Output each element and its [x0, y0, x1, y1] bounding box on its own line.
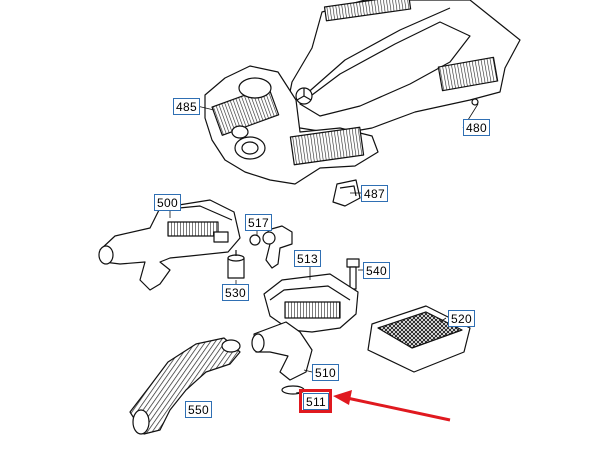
highlight-box-511 [299, 389, 332, 413]
callout-487: 487 [361, 185, 388, 202]
callout-540: 540 [363, 262, 390, 279]
bolt-540-head [346, 258, 360, 268]
housing-duct-510 [253, 321, 313, 381]
bolt-540-shaft [349, 266, 357, 290]
intake-cover-ribs-left [211, 85, 280, 136]
intake-cover-ribs-right [289, 126, 365, 166]
engine-cover-ridge [303, 7, 451, 97]
oil-cap-ring [238, 77, 272, 99]
callout-550: 550 [185, 401, 212, 418]
callout-511: 511 [303, 393, 330, 410]
engine-cover-inner [299, 21, 471, 117]
callout-520: 520 [448, 310, 475, 327]
callout-480: 480 [463, 119, 490, 136]
callout-530: 530 [222, 284, 249, 301]
callout-510: 510 [312, 364, 339, 381]
sensor-517-ring-b [262, 231, 276, 245]
sensor-517-ring-a [249, 234, 261, 246]
intake-port-2 [231, 125, 249, 139]
callout-517: 517 [245, 214, 272, 231]
mercedes-star-lines [296, 88, 312, 101]
highlight-arrow [333, 390, 451, 422]
callout-485: 485 [173, 98, 200, 115]
duct-510-opening [251, 333, 265, 353]
hose-550 [129, 337, 241, 435]
callout-513: 513 [294, 250, 321, 267]
engine-cover-vent-top [323, 0, 412, 22]
duct-500-opening [98, 245, 114, 265]
intake-port-1-inner [241, 141, 259, 155]
engine-cover-vent-right [437, 56, 499, 92]
callout-500: 500 [154, 194, 181, 211]
duct-500-bracket [213, 231, 229, 243]
hose-550-end-bottom [132, 409, 150, 435]
hose-550-end-top [221, 339, 241, 353]
cover-mount [471, 98, 479, 106]
